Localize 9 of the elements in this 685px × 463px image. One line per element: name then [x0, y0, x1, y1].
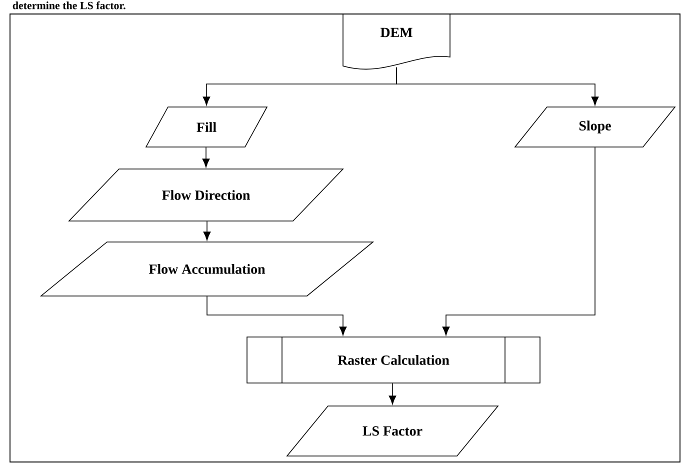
arrow [206, 296, 347, 336]
note-text: determine the LS factor. [12, 1, 126, 10]
arrow [396, 67, 599, 106]
process-box: Raster Calculation [246, 336, 540, 384]
arrow [203, 221, 211, 240]
arrow [388, 383, 396, 404]
arrow [202, 147, 210, 168]
arrow [442, 147, 596, 336]
document-box: DEM [342, 14, 450, 70]
